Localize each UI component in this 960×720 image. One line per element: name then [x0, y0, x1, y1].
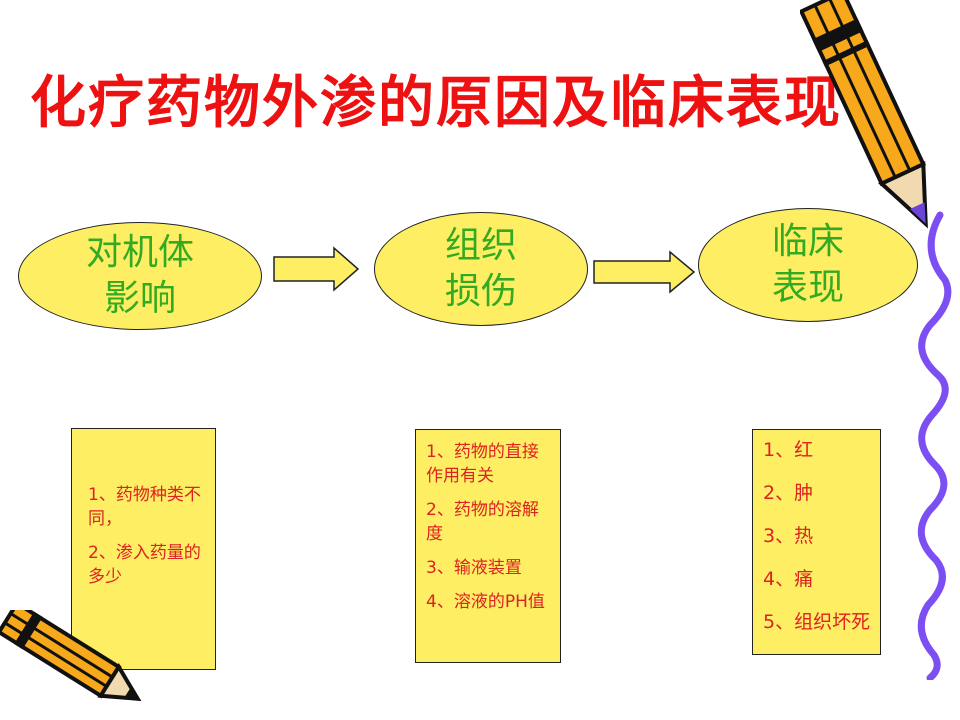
arrow-right-icon [273, 246, 360, 292]
squiggle-line [917, 211, 952, 680]
list-item: 3、热 [763, 525, 814, 547]
list-item: 2、渗入药量的多少 [88, 543, 201, 587]
pencil-icon [800, 0, 928, 229]
pencil-icon [0, 610, 142, 702]
list-item: 1、红 [763, 439, 814, 461]
ellipse-clinical-signs-line1: 临床 [771, 221, 844, 262]
ellipse-tissue-damage: 组织 损伤 [374, 212, 588, 326]
list-item: 2、药物的溶解度 [426, 500, 539, 544]
list-item: 1、药物种类不同， [88, 485, 201, 529]
ellipse-body-effect-line2: 影响 [103, 278, 176, 319]
ellipse-body-effect: 对机体 影响 [18, 222, 262, 330]
ellipse-body-effect-line1: 对机体 [85, 232, 194, 273]
list-item: 4、痛 [763, 568, 814, 590]
clinical-signs-box: 1、红 2、肿 3、热 4、痛 5、组织坏死 [752, 429, 881, 655]
list-item: 5、组织坏死 [763, 611, 871, 633]
ellipse-clinical-signs-line2: 表现 [771, 267, 844, 308]
arrow-right-icon [593, 250, 696, 294]
list-item: 4、溶液的PH值 [426, 592, 545, 612]
slide-title: 化疗药物外渗的原因及临床表现 [30, 71, 842, 136]
list-item: 3、输液装置 [426, 558, 522, 578]
cause-box-tissue-damage: 1、药物的直接作用有关 2、药物的溶解度 3、输液装置 4、溶液的PH值 [415, 429, 561, 663]
ellipse-clinical-signs: 临床 表现 [698, 208, 918, 322]
ellipse-tissue-damage-line1: 组织 [444, 225, 517, 266]
list-item: 2、肿 [763, 482, 814, 504]
cause-box-body-effect: 1、药物种类不同， 2、渗入药量的多少 [71, 428, 216, 670]
ellipse-tissue-damage-line2: 损伤 [444, 271, 517, 312]
list-item: 1、药物的直接作用有关 [426, 442, 539, 486]
